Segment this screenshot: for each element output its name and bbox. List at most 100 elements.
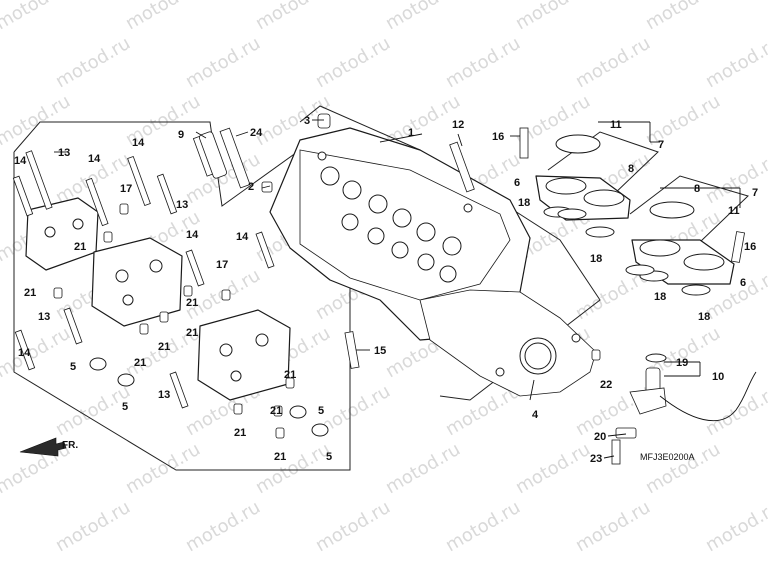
- callout-21-g: 21: [284, 369, 296, 381]
- callout-18-b: 18: [590, 253, 602, 265]
- watermark-text: motod.ru: [0, 33, 4, 92]
- callout-13-c: 13: [38, 311, 50, 323]
- callout-13-b: 13: [176, 199, 188, 211]
- callout-15: 15: [374, 345, 386, 357]
- watermark-text: motod.ru: [382, 0, 464, 34]
- callout-5-b: 5: [122, 401, 128, 413]
- watermark-text: motod.ru: [642, 0, 724, 34]
- watermark-text: motod.ru: [442, 33, 524, 92]
- watermark-text: motod.ru: [252, 0, 334, 34]
- callout-10: 10: [712, 371, 724, 383]
- callout-12: 12: [452, 119, 464, 131]
- watermark-text: motod.ru: [572, 33, 654, 92]
- watermark-text: motod.ru: [0, 265, 4, 324]
- callout-21-c: 21: [134, 357, 146, 369]
- callout-21-j: 21: [274, 451, 286, 463]
- watermark-text: motod.ru: [182, 149, 264, 208]
- callout-21-a: 21: [74, 241, 86, 253]
- callout-8-b: 8: [694, 183, 700, 195]
- watermark-text: motod.ru: [0, 323, 74, 382]
- callout-13-a: 13: [58, 147, 70, 159]
- watermark-text: motod.ru: [702, 33, 768, 92]
- watermark-text: motod.ru: [0, 91, 74, 150]
- callout-22: 22: [600, 379, 612, 391]
- camshaft-holder-middle: [91, 237, 183, 327]
- watermark-text: motod.ru: [0, 0, 74, 34]
- callout-24: 24: [250, 127, 263, 139]
- callout-21-f: 21: [186, 327, 198, 339]
- callout-7-a: 7: [658, 139, 664, 151]
- watermark-text: motod.ru: [442, 497, 524, 556]
- leader-lines: [54, 119, 741, 459]
- callout-21-i: 21: [234, 427, 246, 439]
- callout-21-b: 21: [24, 287, 36, 299]
- callout-4: 4: [532, 409, 539, 421]
- callout-9: 9: [178, 129, 184, 141]
- callout-16-b: 16: [744, 241, 756, 253]
- callout-6-b: 6: [740, 277, 746, 289]
- watermark-text: motod.ru: [0, 381, 4, 440]
- watermark-text: motod.ru: [702, 149, 768, 208]
- drawing-code: MFJ3E0200A: [640, 452, 695, 462]
- camshaft-holder-right: [197, 309, 291, 401]
- callout-14-d: 14: [186, 229, 199, 241]
- callout-3: 3: [304, 115, 310, 127]
- callout-5-a: 5: [70, 361, 76, 373]
- callouts: 1 22 3 4 5 5 5 5 6 6 7 7 8 8 9 10 11 11 …: [14, 115, 758, 465]
- insulator-bands: [557, 208, 655, 276]
- spark-plug: [199, 131, 227, 179]
- front-direction-arrow: FR.: [19, 437, 78, 457]
- callout-14-b: 14: [88, 153, 101, 165]
- callout-8-a: 8: [628, 163, 634, 175]
- callout-11-b: 11: [728, 205, 740, 217]
- callout-18-d: 18: [698, 311, 710, 323]
- callout-17-a: 17: [120, 183, 132, 195]
- cam-position-sensor: [615, 353, 757, 439]
- cylinder-head-group-frame: [299, 105, 601, 401]
- watermark-text: motod.ru: [572, 497, 654, 556]
- dowel-pins: [53, 113, 601, 439]
- callout-19: 19: [676, 357, 688, 369]
- o-rings: [89, 357, 329, 437]
- callout-11-a: 11: [610, 119, 622, 131]
- watermark-text: motod.ru: [512, 439, 594, 498]
- callout-13-d: 13: [158, 389, 170, 401]
- callout-20: 20: [594, 431, 606, 443]
- callout-2: 2: [248, 181, 254, 193]
- callout-21-h: 21: [270, 405, 282, 417]
- callout-5-d: 5: [326, 451, 332, 463]
- watermark-text: motod.ru: [0, 497, 4, 556]
- watermark-text: motod.ru: [52, 497, 134, 556]
- watermark-text: motod.ru: [122, 0, 204, 34]
- direction-label: FR.: [62, 440, 78, 451]
- watermark-text: motod.ru: [512, 0, 594, 34]
- callout-14-f: 14: [236, 231, 249, 243]
- watermark-text: motod.ru: [642, 439, 724, 498]
- callout-16-a: 16: [492, 131, 504, 143]
- watermark-text: motod.ru: [702, 497, 768, 556]
- bolts: [12, 127, 746, 465]
- callout-14-e: 14: [18, 347, 31, 359]
- callout-14-a: 14: [14, 155, 27, 167]
- callout-18-a: 18: [518, 197, 530, 209]
- watermark-text: motod.ru: [252, 439, 334, 498]
- watermark-text: motod.ru: [0, 149, 4, 208]
- callout-6-a: 6: [514, 177, 520, 189]
- watermark-text: motod.ru: [312, 497, 394, 556]
- callout-21-e: 21: [186, 297, 198, 309]
- watermark-text: motod.ru: [182, 33, 264, 92]
- watermark-text: motod.ru: [182, 497, 264, 556]
- camshaft-holder-left: [25, 197, 99, 271]
- callout-5-c: 5: [318, 405, 324, 417]
- watermark-text: motod.ru: [312, 33, 394, 92]
- callout-18-c: 18: [654, 291, 666, 303]
- callout-21-d: 21: [158, 341, 170, 353]
- watermark-text: motod.ru: [642, 91, 724, 150]
- callout-14-c: 14: [132, 137, 145, 149]
- callout-7-b: 7: [752, 187, 758, 199]
- watermark-text: motod.ru: [52, 33, 134, 92]
- watermark-text: motod.ru: [122, 439, 204, 498]
- watermark-text: motod.ru: [382, 439, 464, 498]
